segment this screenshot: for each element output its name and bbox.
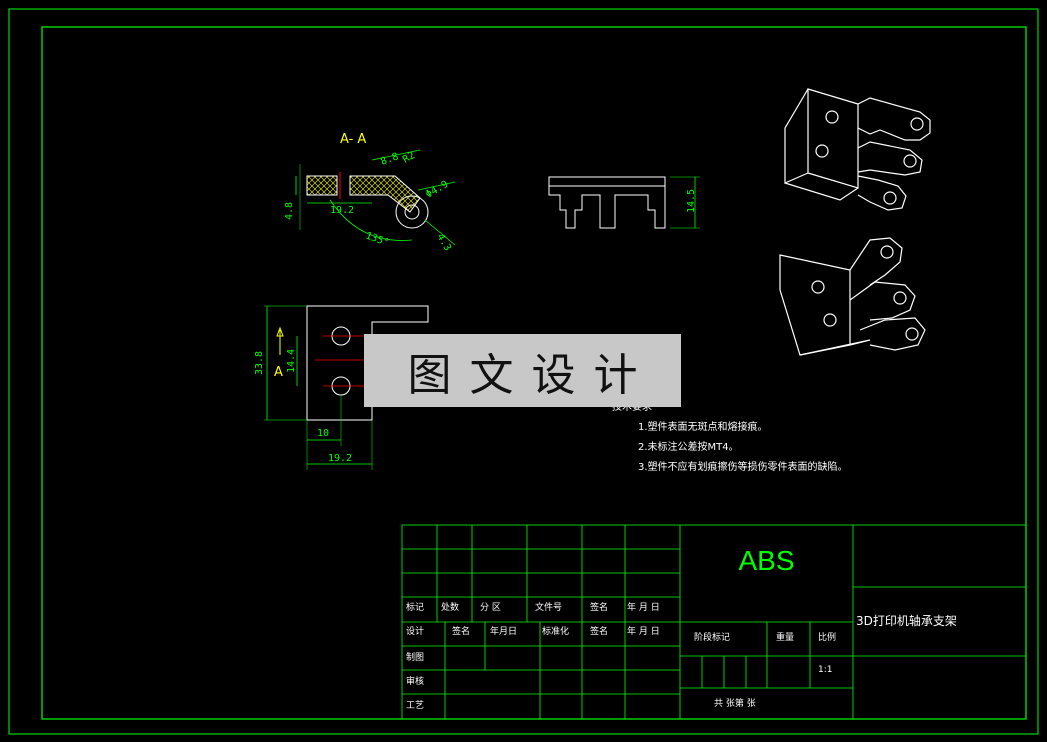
part-name: 3D打印机轴承支架 bbox=[856, 614, 957, 628]
technical-notes: 技术要求 1.塑件表面无斑点和熔接痕。 2.未标注公差按MT4。 3.塑件不应有… bbox=[612, 398, 848, 478]
tb-label-sign3: 签名 bbox=[590, 625, 608, 637]
tb-label-stage: 阶段标记 bbox=[694, 631, 730, 643]
front-view-outline bbox=[548, 176, 666, 229]
watermark-banner: 图文设计 bbox=[364, 334, 681, 407]
notes-heading: 技术要求 bbox=[612, 402, 652, 413]
notes-item-2: 2.未标注公差按MT4。 bbox=[638, 442, 739, 453]
tb-label-date3: 年 月 日 bbox=[627, 625, 660, 637]
notes-item-1: 1.塑件表面无斑点和熔接痕。 bbox=[638, 422, 768, 433]
tb-label-standard: 标准化 bbox=[542, 625, 569, 637]
dim-33-8: 33.8 bbox=[254, 351, 265, 375]
tb-label-review: 审核 bbox=[406, 675, 424, 687]
title-block bbox=[401, 524, 1027, 720]
dim-14-4: 14.4 bbox=[286, 349, 297, 373]
tb-label-zone: 分 区 bbox=[480, 602, 501, 613]
tb-label-sign2: 签名 bbox=[452, 625, 470, 637]
section-hatch-arm bbox=[349, 175, 421, 213]
tb-label-date: 年 月 日 bbox=[627, 601, 660, 613]
tb-label-process: 工艺 bbox=[406, 700, 424, 711]
tb-label-mark: 标记 bbox=[406, 601, 424, 613]
dim-8-8: 8.8 bbox=[379, 151, 400, 168]
dim-10: 10 bbox=[317, 428, 329, 439]
tb-label-design: 设计 bbox=[406, 625, 424, 637]
top-view: A 33.8 14.4 10 19.2 bbox=[254, 305, 429, 470]
tb-scale-value: 1:1 bbox=[818, 665, 832, 675]
section-hatch-left bbox=[306, 175, 338, 196]
outer-border bbox=[8, 8, 1039, 735]
section-bearing-hole bbox=[404, 204, 420, 220]
watermark-text: 图文设计 bbox=[407, 349, 656, 401]
view-marker-a: A bbox=[274, 365, 283, 380]
section-view-aa: A- A 19.2 8.8 R2 Φ4.9 4.8 135° 4.3 bbox=[284, 132, 456, 253]
dim-phi-4-9: Φ4.9 bbox=[424, 179, 450, 201]
tb-label-sign: 签名 bbox=[590, 601, 608, 613]
dim-19-2-bottom: 19.2 bbox=[328, 453, 352, 464]
dim-4-3: 4.3 bbox=[434, 232, 453, 253]
tb-label-scale: 比例 bbox=[818, 631, 836, 643]
tb-sheet-label: 共 张第 张 bbox=[714, 697, 756, 709]
dim-4-8: 4.8 bbox=[284, 202, 295, 220]
isometric-view-upper bbox=[784, 88, 931, 211]
tb-label-weight: 重量 bbox=[776, 631, 794, 643]
isometric-view-lower bbox=[779, 237, 926, 356]
dim-19-2-top: 19.2 bbox=[330, 205, 354, 216]
section-label: A- A bbox=[340, 132, 366, 147]
section-bearing-outer bbox=[395, 195, 429, 229]
tb-label-count: 处数 bbox=[441, 601, 459, 613]
dim-135: 135° bbox=[364, 230, 390, 249]
notes-item-3: 3.塑件不应有划痕擦伤等损伤零件表面的缺陷。 bbox=[638, 462, 848, 473]
tb-label-file: 文件号 bbox=[535, 601, 562, 613]
tb-label-drafting: 制图 bbox=[406, 651, 424, 663]
material-label: ABS bbox=[738, 545, 795, 576]
dim-14-5: 14.5 bbox=[686, 189, 697, 213]
dim-r2: R2 bbox=[401, 150, 417, 166]
tb-label-date2: 年月日 bbox=[490, 625, 517, 637]
front-view: 14.5 bbox=[548, 176, 700, 229]
